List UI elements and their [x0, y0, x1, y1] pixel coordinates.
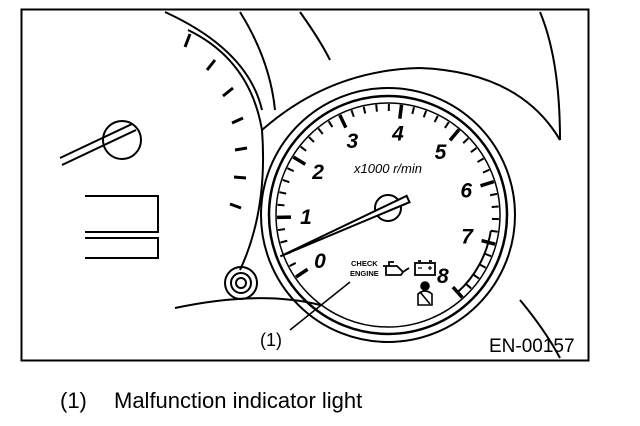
tach-minor-tick	[491, 205, 499, 209]
rpm-unit-label: x1000 r/min	[353, 161, 422, 176]
speedometer-ticks	[183, 33, 248, 210]
tach-minor-tick	[277, 228, 286, 232]
tach-numeral: 7	[461, 226, 474, 249]
tachometer-ticks	[276, 103, 499, 299]
tach-numeral: 3	[347, 130, 359, 153]
tach-minor-tick	[277, 203, 285, 207]
tachometer-bezel	[260, 87, 516, 343]
tach-numeral: 6	[460, 179, 472, 202]
callout-leader-line	[289, 281, 351, 331]
tachometer-numerals: 01 23 4 56 78	[300, 123, 474, 288]
tach-minor-tick	[477, 157, 485, 163]
caption-number: (1)	[60, 388, 87, 413]
tach-numeral: 8	[437, 265, 449, 288]
check-engine-label-line-1: CHECK	[351, 259, 378, 268]
lcd-windows	[85, 195, 159, 259]
tach-minor-tick	[411, 106, 415, 115]
tach-numeral: 2	[311, 161, 324, 184]
battery-icon	[414, 260, 436, 276]
tach-numeral: 5	[435, 141, 447, 164]
tach-major-tick	[338, 114, 348, 129]
tach-minor-tick	[444, 121, 450, 129]
trip-knob	[224, 266, 258, 300]
tach-major-tick	[292, 155, 307, 166]
tach-minor-tick	[308, 136, 315, 143]
tach-minor-tick	[433, 115, 439, 123]
oil-pressure-icon	[383, 261, 410, 276]
tach-major-tick	[479, 179, 495, 188]
speedometer-hub	[59, 120, 142, 166]
tach-numeral: 1	[300, 206, 312, 229]
tach-minor-tick	[299, 145, 307, 152]
tach-minor-tick	[279, 191, 287, 195]
tach-minor-tick	[462, 137, 469, 144]
tach-minor-tick	[490, 229, 498, 233]
diagram-frame: 01 23 4 56 78 x1000 r/min CHECK ENGINE	[20, 8, 590, 362]
tachometer-needle	[279, 194, 411, 258]
tach-minor-tick	[472, 273, 480, 280]
tach-minor-tick	[465, 283, 472, 290]
tach-minor-tick	[282, 179, 290, 184]
tach-minor-tick	[375, 104, 378, 112]
tach-major-tick	[294, 267, 309, 279]
tach-major-tick	[448, 128, 461, 142]
figure-code: EN-00157	[489, 336, 575, 357]
tach-minor-tick	[317, 127, 324, 135]
tach-major-tick	[398, 104, 404, 119]
check-engine-lamp: CHECK ENGINE	[350, 259, 379, 278]
callout-label: (1)	[260, 330, 282, 350]
tach-minor-tick	[484, 252, 492, 258]
tach-numeral: 4	[391, 123, 404, 146]
tach-minor-tick	[489, 192, 498, 197]
tach-minor-tick	[280, 239, 288, 244]
tach-numeral: 0	[314, 250, 326, 273]
caption-text: Malfunction indicator light	[114, 388, 363, 413]
redline-band	[456, 230, 492, 294]
tach-minor-tick	[422, 110, 428, 118]
tach-minor-tick	[482, 168, 490, 174]
check-engine-label-line-2: ENGINE	[350, 269, 379, 278]
tach-minor-tick	[286, 167, 295, 173]
tach-minor-tick	[289, 262, 297, 268]
tach-minor-tick	[327, 120, 334, 128]
seatbelt-warning-icon	[417, 281, 433, 306]
tach-minor-tick	[362, 106, 367, 114]
tach-minor-tick	[470, 147, 478, 153]
tach-minor-tick	[350, 109, 355, 118]
